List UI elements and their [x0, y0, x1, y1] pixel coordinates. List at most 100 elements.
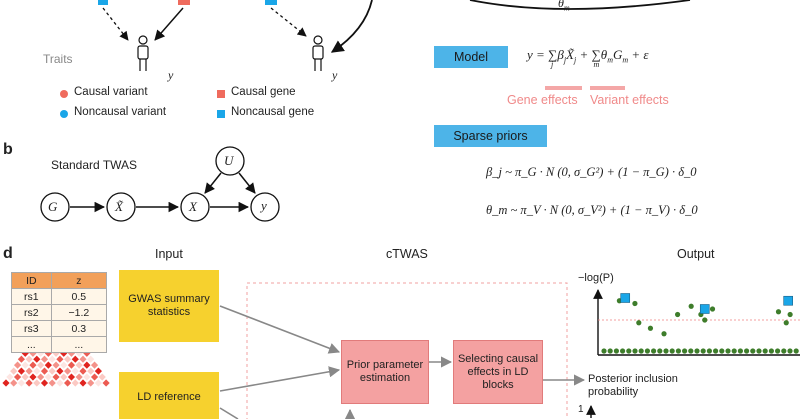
legend-noncausal-variant-dot [60, 110, 68, 118]
table-header-id: ID [11, 272, 52, 289]
ld-cell [17, 355, 25, 363]
legend-causal-gene: Causal gene [231, 86, 296, 98]
gene-effects-label: Gene effects [507, 93, 578, 107]
baseline-point [694, 348, 700, 354]
ld-cell [48, 367, 56, 375]
causal-gene-marker [178, 0, 190, 5]
noncausal-gene-marker [98, 0, 108, 5]
ld-cell [64, 379, 72, 387]
ld-cell [13, 361, 22, 369]
ld-cell [98, 373, 106, 381]
legend-noncausal-variant: Noncausal variant [74, 106, 167, 118]
ld-cell [87, 379, 95, 387]
signal-point [709, 306, 716, 312]
prior-estimation-box: Prior parameter estimation [341, 340, 429, 404]
baseline-point [688, 348, 694, 354]
legend-noncausal-gene-square [217, 110, 225, 118]
legend-causal-gene-square [217, 90, 225, 98]
ld-reference-box: LD reference [119, 372, 219, 419]
ld-cell [2, 379, 10, 387]
ld-cell [21, 361, 29, 369]
ld-cell [60, 361, 68, 369]
ld-cell [83, 373, 91, 381]
node-g-label: G [48, 199, 58, 214]
table-header-z: z [50, 272, 108, 289]
node-xtilde-label: X̃ [115, 199, 123, 214]
panel-b-letter: b [3, 141, 13, 158]
ld-cell [29, 373, 37, 381]
ld-cell [94, 379, 102, 387]
signal-point [632, 300, 638, 307]
arrow-u-x [204, 172, 222, 194]
ld-cell [75, 373, 83, 381]
ld-cell [83, 361, 91, 369]
baseline-point [613, 348, 620, 354]
baseline-point [725, 348, 731, 354]
arrow-ld-prior [219, 366, 341, 392]
table-row: ...... [11, 336, 108, 353]
ld-cell [44, 373, 52, 381]
ld-cell [40, 355, 49, 363]
ld-cell [37, 373, 45, 381]
person-icon-1 [137, 35, 149, 71]
gene-point [783, 295, 793, 306]
node-u [215, 146, 245, 176]
legend-causal-variant-dot [60, 90, 68, 98]
y-label-1: y [168, 68, 174, 82]
signal-point [636, 320, 642, 326]
baseline-point [775, 348, 781, 354]
ctwas-title: cTWAS [386, 247, 428, 261]
selecting-effects-box: Selecting causal effects in LD blocks [453, 340, 543, 404]
table-row: rs2−1.2 [11, 304, 108, 321]
baseline-point [657, 348, 663, 354]
baseline-point [632, 348, 638, 354]
ld-cell [71, 379, 79, 387]
node-x-label: X [189, 199, 197, 214]
legend-causal-variant: Causal variant [74, 86, 148, 98]
gwas-summary-box: GWAS summary statistics [119, 270, 219, 342]
ld-cell [6, 373, 14, 381]
node-y-label: y [261, 198, 267, 213]
beta-prior: β_j ~ π_G · N (0, σ_G²) + (1 − π_G) · δ_… [486, 165, 697, 179]
ld-cell [75, 361, 83, 369]
ld-cell [56, 367, 64, 375]
baseline-point [700, 348, 706, 354]
ld-cell [71, 367, 79, 375]
ld-cell [79, 367, 87, 375]
signal-point [647, 325, 654, 331]
y-label-2: y [332, 68, 338, 82]
baseline-point [713, 348, 719, 354]
ld-cell [102, 379, 110, 387]
input-title: Input [155, 247, 183, 261]
node-u-label: U [224, 153, 234, 168]
ld-cell [33, 367, 41, 375]
pip-label: Posterior inclusion probability [588, 373, 678, 398]
node-xtilde [106, 192, 136, 222]
ld-cell [17, 367, 25, 375]
ld-cell [25, 367, 33, 375]
ld-cell [52, 373, 60, 381]
pip-tick-1: 1 [578, 404, 584, 415]
baseline-point [663, 348, 669, 354]
gene-point [620, 293, 631, 303]
variant-effects-label: Variant effects [590, 93, 669, 107]
node-y [250, 192, 280, 222]
ld-cell [40, 367, 49, 375]
ld-cell [79, 379, 87, 387]
ld-cell [37, 361, 45, 369]
ld-cell [56, 355, 64, 363]
baseline-point [719, 348, 725, 354]
baseline-point [793, 348, 799, 354]
signal-point [775, 309, 782, 315]
arrow-ld-lower [219, 407, 239, 419]
noncausal-gene-marker-2 [265, 0, 277, 5]
gene-effect-bar [545, 86, 582, 90]
ld-cell [48, 379, 56, 387]
ld-cell [17, 379, 25, 387]
twas-graph [40, 146, 280, 222]
ld-cell [44, 361, 52, 369]
